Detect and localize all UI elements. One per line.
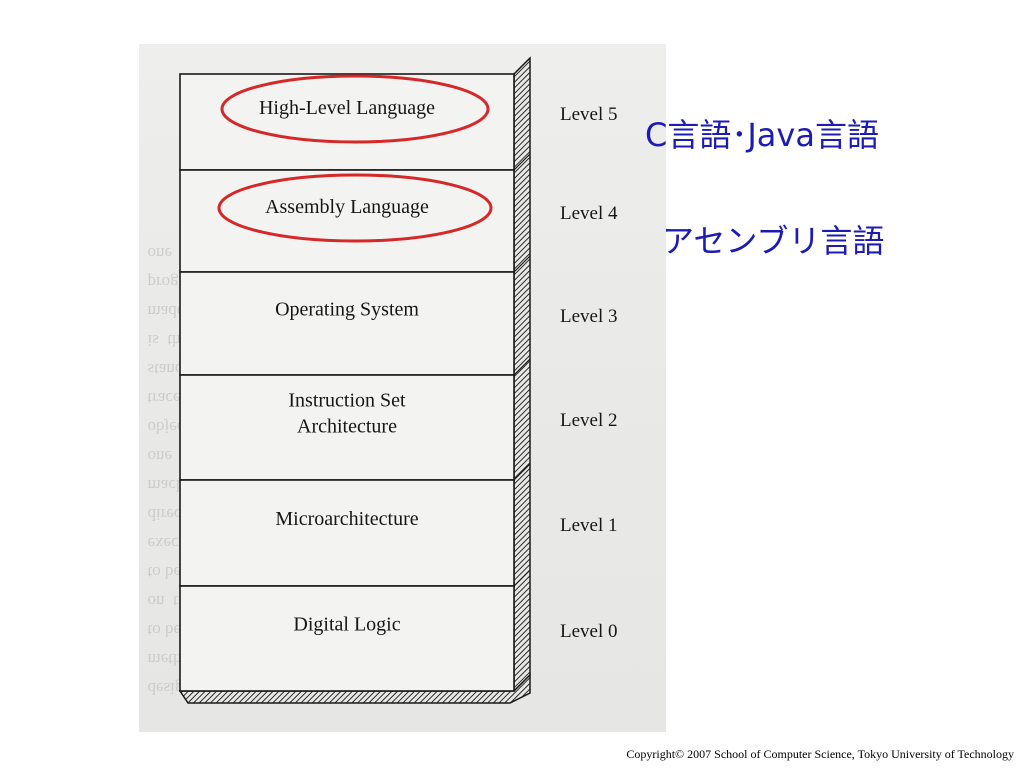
copyright-footer: Copyright© 2007 School of Computer Scien… bbox=[626, 747, 1014, 761]
layer-box bbox=[179, 585, 515, 692]
layer-name: Microarchitecture bbox=[275, 508, 418, 530]
stack-side-face bbox=[513, 56, 531, 693]
level-label: Level 0 bbox=[560, 620, 618, 642]
scanned-figure: designed flexibly usually understood thi… bbox=[139, 44, 666, 732]
stack-shapes bbox=[178, 56, 531, 704]
layer-name: Architecture bbox=[297, 416, 397, 438]
layer-box bbox=[179, 374, 515, 481]
layer-name: Digital Logic bbox=[293, 614, 400, 636]
highlight-ring bbox=[217, 173, 493, 243]
layer-name: Instruction Set bbox=[288, 390, 406, 412]
highlight-ring bbox=[220, 74, 490, 144]
level-label: Level 5 bbox=[560, 104, 618, 125]
level4-annotation: アセンブリ言語 bbox=[662, 222, 885, 260]
layer-edge bbox=[513, 57, 531, 75]
layer-box bbox=[179, 271, 515, 376]
layer-box bbox=[179, 479, 515, 587]
level-label: Level 3 bbox=[560, 305, 618, 327]
layer-edge bbox=[513, 358, 531, 376]
level-label: Level 1 bbox=[560, 515, 618, 536]
layer-name: Assembly Language bbox=[265, 196, 429, 218]
level5-annotation: C言語･Java言語 bbox=[645, 116, 879, 154]
layer-name: Operating System bbox=[275, 299, 419, 321]
level-label: Level 2 bbox=[560, 409, 618, 431]
layer-edge bbox=[513, 569, 531, 587]
layer-edge bbox=[513, 463, 531, 481]
layer-edge bbox=[513, 153, 531, 171]
layer-edge bbox=[513, 255, 531, 273]
layer-name: High-Level Language bbox=[259, 97, 435, 119]
level-label: Level 4 bbox=[560, 203, 618, 224]
